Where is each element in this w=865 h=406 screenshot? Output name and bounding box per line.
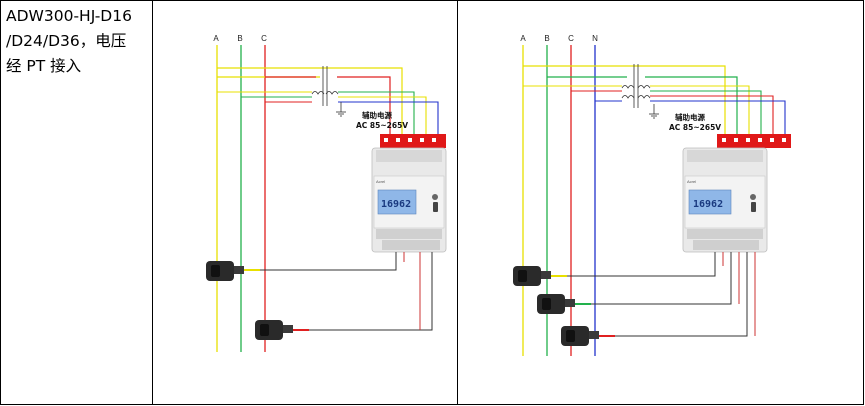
phase-label-a: A [213, 34, 219, 43]
current-transformer-b [537, 294, 575, 314]
pt-transformer [311, 66, 339, 106]
adw300-meter: Acrel 16962 [682, 147, 768, 253]
model-caption-line-3: 经 PT 接入 [6, 57, 82, 75]
model-description-cell: ADW300-HJ-D16 /D24/D36，电压 经 PT 接入 [6, 4, 152, 79]
aux-power-voltage: AC 85~265V [356, 121, 408, 130]
phase-label-b: B [544, 34, 549, 43]
current-transformer-c [561, 326, 599, 346]
meter-lcd [377, 189, 417, 215]
aux-power-label: 辅助电源 [362, 110, 392, 120]
pt-transformer [621, 64, 651, 108]
current-transformer-c [255, 320, 293, 340]
aux-power-voltage: AC 85~265V [669, 123, 721, 132]
adw300-meter: Acrel 16962 [371, 147, 447, 253]
meter-brand: Acrel [687, 179, 696, 184]
current-transformer-a [206, 261, 244, 281]
phase-label-b: B [237, 34, 242, 43]
meter-lcd [688, 189, 732, 215]
current-transformer-a [513, 266, 551, 286]
aux-power-label: 辅助电源 [675, 112, 705, 122]
top-terminal-block [717, 134, 791, 148]
wiring-diagram-3phase-4wire: A B C N 辅助电源 AC 85~265V Acr [513, 34, 791, 356]
column-divider-2 [457, 1, 458, 404]
phase-label-a: A [520, 34, 526, 43]
phase-label-c: C [568, 34, 574, 43]
meter-brand: Acrel [376, 179, 385, 184]
meter-display-value: 16962 [381, 199, 411, 210]
phase-label-n: N [592, 34, 598, 43]
phase-label-c: C [261, 34, 267, 43]
column-divider-1 [152, 1, 153, 404]
top-terminal-block [380, 134, 446, 148]
meter-display-value: 16962 [693, 199, 723, 210]
wiring-diagram-3phase-3wire: A B C 辅助电源 AC 85~265V Acrel 16962 [206, 34, 447, 352]
model-caption-line-1: ADW300-HJ-D16 [6, 7, 132, 25]
model-caption-line-2: /D24/D36，电压 [6, 32, 127, 50]
